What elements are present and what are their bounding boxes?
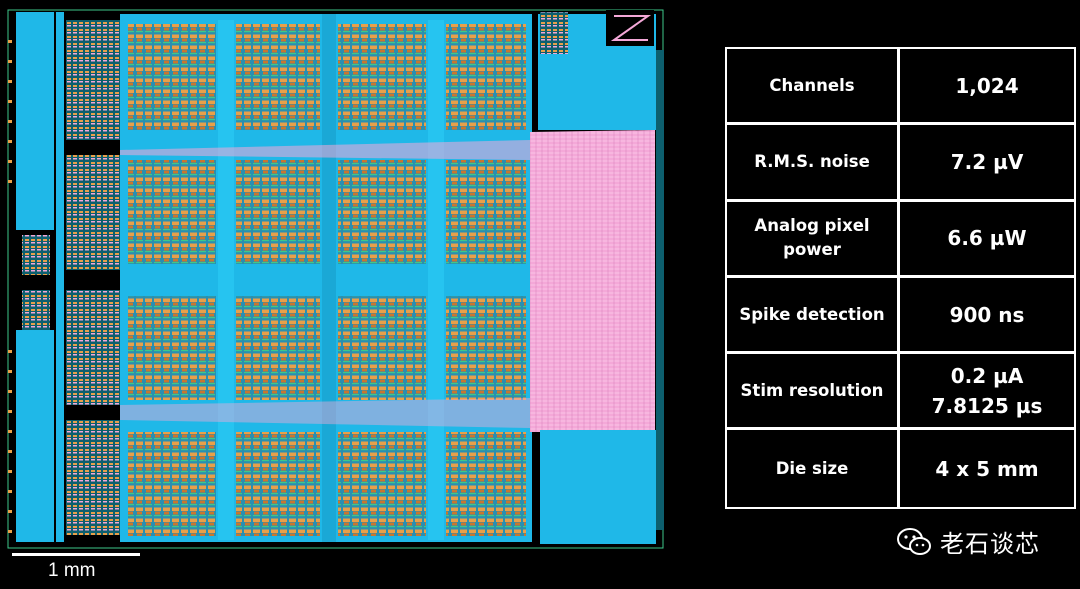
spec-label: Stim resolution bbox=[727, 354, 900, 428]
spec-value-line: 0.2 µA bbox=[950, 363, 1024, 388]
spec-row-rms-noise: R.M.S. noise 7.2 µV bbox=[727, 125, 1074, 202]
watermark: 老石谈芯 bbox=[896, 524, 1040, 559]
spec-label: Spike detection bbox=[727, 277, 900, 352]
spec-label: Analog pixel power bbox=[727, 201, 900, 275]
wechat-icon bbox=[897, 527, 931, 555]
scale-bar-label: 1 mm bbox=[48, 560, 96, 581]
spec-label: Die size bbox=[727, 430, 900, 507]
chip-die-layout bbox=[7, 9, 664, 549]
watermark-text: 老石谈芯 bbox=[940, 530, 1040, 558]
spec-value: 4 x 5 mm bbox=[900, 430, 1074, 506]
spec-value: 0.2 µA 7.8125 µs bbox=[900, 354, 1074, 427]
left-pad-column bbox=[16, 12, 54, 230]
pixel-array bbox=[128, 24, 526, 536]
spec-value-line: 7.8125 µs bbox=[931, 393, 1043, 418]
scale-bar bbox=[12, 553, 140, 556]
spec-value: 7.2 µV bbox=[900, 125, 1074, 198]
spec-label: R.M.S. noise bbox=[727, 125, 900, 199]
spec-row-channels: Channels 1,024 bbox=[727, 49, 1074, 126]
spec-label: Channels bbox=[727, 49, 900, 123]
routing-fabric bbox=[530, 130, 655, 432]
spec-value-line: 1,024 bbox=[955, 73, 1019, 98]
spec-value: 6.6 µW bbox=[900, 202, 1074, 275]
spec-value-line: 6.6 µW bbox=[947, 226, 1027, 251]
spec-value: 900 ns bbox=[900, 278, 1074, 351]
left-control-logic bbox=[66, 20, 120, 140]
spec-value-line: 4 x 5 mm bbox=[935, 456, 1039, 481]
spec-value-line: 900 ns bbox=[949, 302, 1025, 327]
spec-value-line: 7.2 µV bbox=[950, 149, 1024, 174]
spec-row-analog-pixel-power: Analog pixel power 6.6 µW bbox=[727, 201, 1074, 278]
spec-table: Channels 1,024 R.M.S. noise 7.2 µV Analo… bbox=[725, 47, 1076, 509]
spec-row-stim-resolution: Stim resolution 0.2 µA 7.8125 µs bbox=[727, 354, 1074, 431]
spec-row-die-size: Die size 4 x 5 mm bbox=[727, 430, 1074, 507]
spec-row-spike-detection: Spike detection 900 ns bbox=[727, 277, 1074, 355]
spec-value: 1,024 bbox=[900, 49, 1074, 122]
zigzag-logo-icon bbox=[610, 15, 652, 41]
